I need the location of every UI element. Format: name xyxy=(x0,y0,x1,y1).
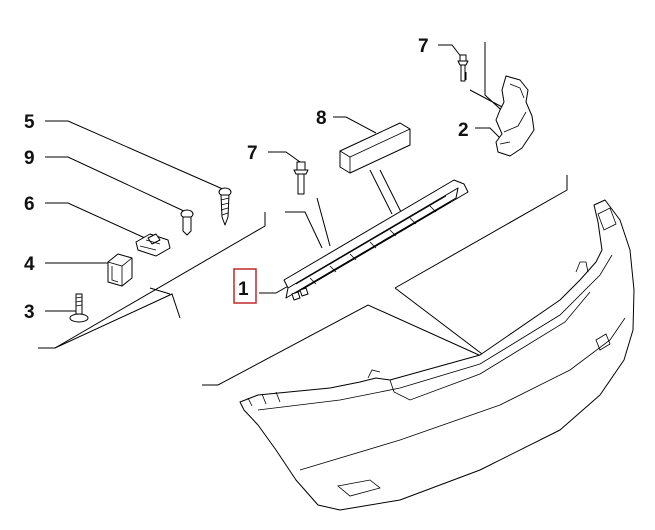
callout-8[interactable]: 8 xyxy=(316,108,327,129)
leader-lines xyxy=(38,42,568,386)
callout-9[interactable]: 9 xyxy=(24,148,35,169)
part-5-screw xyxy=(218,187,232,226)
part-3-bolt xyxy=(69,293,89,323)
callout-1-highlight-box xyxy=(233,268,257,304)
callout-2[interactable]: 2 xyxy=(458,120,469,141)
part-8-foam-block xyxy=(339,122,411,174)
part-7-clip-left xyxy=(293,161,309,195)
callout-7-left[interactable]: 7 xyxy=(247,143,258,164)
part-9-bolt xyxy=(180,209,194,236)
callout-5[interactable]: 5 xyxy=(24,112,35,133)
part-2-bracket xyxy=(495,75,535,157)
callout-6[interactable]: 6 xyxy=(24,194,35,215)
part-6-clip xyxy=(135,233,171,257)
callout-1[interactable]: 1 xyxy=(238,279,249,300)
callout-3[interactable]: 3 xyxy=(24,302,35,323)
callout-4[interactable]: 4 xyxy=(24,254,35,275)
part-4-block xyxy=(107,253,133,287)
part-1-beam xyxy=(283,179,469,301)
callout-7-right[interactable]: 7 xyxy=(418,36,429,57)
part-7-clip-right xyxy=(457,54,469,82)
bumper-cover xyxy=(239,199,635,511)
